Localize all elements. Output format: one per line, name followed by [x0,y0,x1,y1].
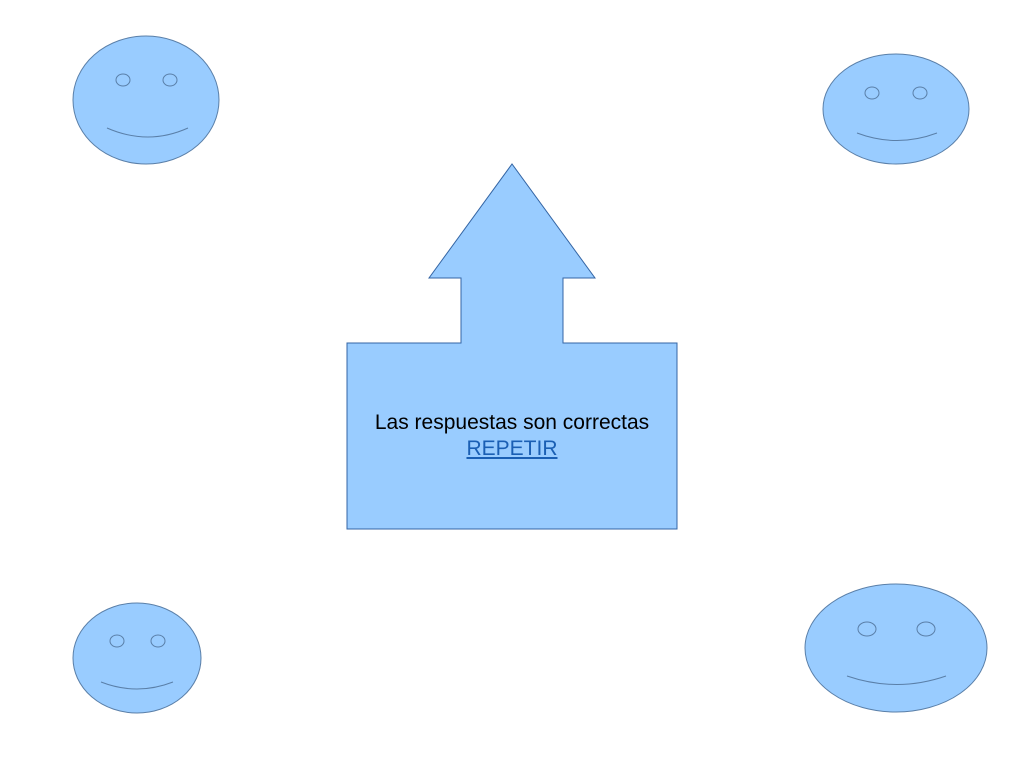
smiley-face-bottom-left-icon [72,602,202,714]
repeat-link[interactable]: REPETIR [466,437,558,460]
callout-text: Las respuestas son correctas REPETIR [347,410,677,462]
result-message: Las respuestas son correctas [374,411,650,434]
up-arrow-callout-shape [346,163,678,530]
smiley-face-top-left-icon [72,35,220,165]
smiley-face-top-right-icon [822,53,970,165]
smiley-face-bottom-right-icon [804,583,988,713]
